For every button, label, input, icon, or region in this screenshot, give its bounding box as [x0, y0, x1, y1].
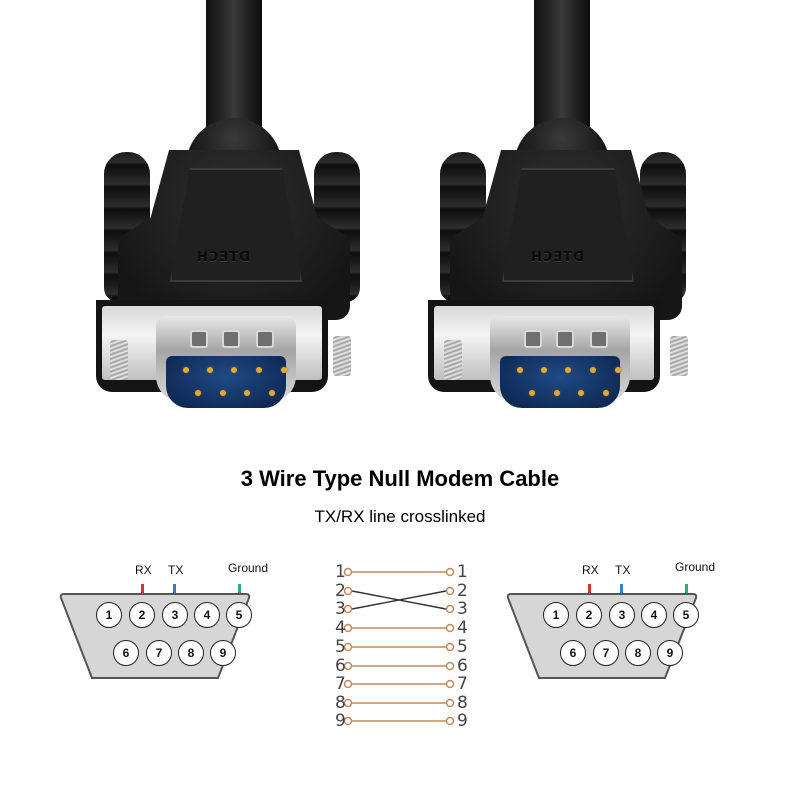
right-screw-left: [444, 340, 462, 380]
left-pin: [183, 367, 189, 373]
wire-right-pin-9: 9: [457, 711, 468, 731]
tx-wire: [620, 584, 623, 598]
db9-pin-9: 9: [657, 640, 683, 666]
db9-connector-shape-right: 1 2 3 4 5 6 7 8 9: [506, 592, 699, 680]
right-screw-right: [670, 336, 688, 376]
left-hood-inset: [170, 168, 302, 282]
page-title: 3 Wire Type Null Modem Cable: [240, 466, 560, 491]
wire-left-pin-9: 9: [335, 711, 346, 731]
rx-wire: [588, 584, 591, 598]
right-pin: [590, 367, 596, 373]
db9-pin-6: 6: [560, 640, 586, 666]
left-pin: [269, 390, 275, 396]
left-shell-tab: [190, 330, 208, 348]
db9-pin-8: 8: [178, 640, 204, 666]
db9-connector-shape-left: 1 2 3 4 5 6 7 8 9: [59, 592, 252, 680]
ground-wire: [685, 584, 688, 598]
db9-pin-6: 6: [113, 640, 139, 666]
rx-label: RX: [582, 563, 599, 577]
ground-wire: [238, 584, 241, 598]
right-brand-logo: DTECH: [530, 250, 584, 265]
db9-pin-1: 1: [96, 602, 122, 628]
db9-outline-right: [506, 593, 698, 679]
tx-wire: [173, 584, 176, 598]
wire-right-pin-1: 1: [457, 562, 468, 582]
db9-pin-8: 8: [625, 640, 651, 666]
db9-pin-4: 4: [641, 602, 667, 628]
db9-outline-left: [59, 593, 251, 679]
db9-pin-2: 2: [129, 602, 155, 628]
page-subtitle: TX/RX line crosslinked: [314, 507, 486, 526]
tx-label: TX: [615, 563, 631, 577]
right-pin: [517, 367, 523, 373]
right-hood-inset: [502, 168, 634, 282]
left-pin: [244, 390, 250, 396]
ground-label: Ground: [675, 560, 716, 574]
left-pin: [281, 367, 287, 373]
db9-pin-9: 9: [210, 640, 236, 666]
db9-pin-2: 2: [576, 602, 602, 628]
left-brand-logo: DTECH: [196, 250, 250, 265]
right-pin: [603, 390, 609, 396]
wire-left-pin-8: 8: [335, 693, 346, 713]
db9-pin-7: 7: [146, 640, 172, 666]
wire-right-pin-4: 4: [457, 618, 468, 638]
wire-right-pin-3: 3: [457, 599, 468, 619]
wire-right-pin-8: 8: [457, 693, 468, 713]
db9-pin-7: 7: [593, 640, 619, 666]
left-pin: [220, 390, 226, 396]
wire-left-pin-5: 5: [335, 637, 346, 657]
db9-pin-5: 5: [673, 602, 699, 628]
left-shell-tab: [256, 330, 274, 348]
right-pin: [615, 367, 621, 373]
db9-pin-4: 4: [194, 602, 220, 628]
wire-right-pin-2: 2: [457, 581, 468, 601]
right-pin: [578, 390, 584, 396]
db9-pin-1: 1: [543, 602, 569, 628]
wire-left-pin-7: 7: [335, 674, 346, 694]
rx-wire: [141, 584, 144, 598]
wire-right-pin-7: 7: [457, 674, 468, 694]
db9-pin-5: 5: [226, 602, 252, 628]
left-pin: [231, 367, 237, 373]
db9-pin-3: 3: [162, 602, 188, 628]
wire-right-pin-5: 5: [457, 637, 468, 657]
left-pin: [256, 367, 262, 373]
left-screw-right: [333, 336, 351, 376]
right-shell-tab: [556, 330, 574, 348]
wire-left-pin-1: 1: [335, 562, 346, 582]
wiring-lines: [343, 567, 455, 726]
right-pin: [565, 367, 571, 373]
right-shell-tab: [590, 330, 608, 348]
wire-left-pin-4: 4: [335, 618, 346, 638]
left-screw-left: [110, 340, 128, 380]
wire-left-pin-6: 6: [335, 656, 346, 676]
right-blue-insulator: [500, 356, 620, 408]
left-pin: [195, 390, 201, 396]
left-shell-tab: [222, 330, 240, 348]
left-pin: [207, 367, 213, 373]
right-pin: [554, 390, 560, 396]
ground-label: Ground: [228, 561, 269, 575]
right-shell-tab: [524, 330, 542, 348]
wire-left-pin-3: 3: [335, 599, 346, 619]
right-pin: [541, 367, 547, 373]
rx-label: RX: [135, 563, 152, 577]
left-blue-insulator: [166, 356, 286, 408]
wire-right-pin-6: 6: [457, 656, 468, 676]
right-pin: [529, 390, 535, 396]
db9-pin-3: 3: [609, 602, 635, 628]
tx-label: TX: [168, 563, 184, 577]
wire-left-pin-2: 2: [335, 581, 346, 601]
